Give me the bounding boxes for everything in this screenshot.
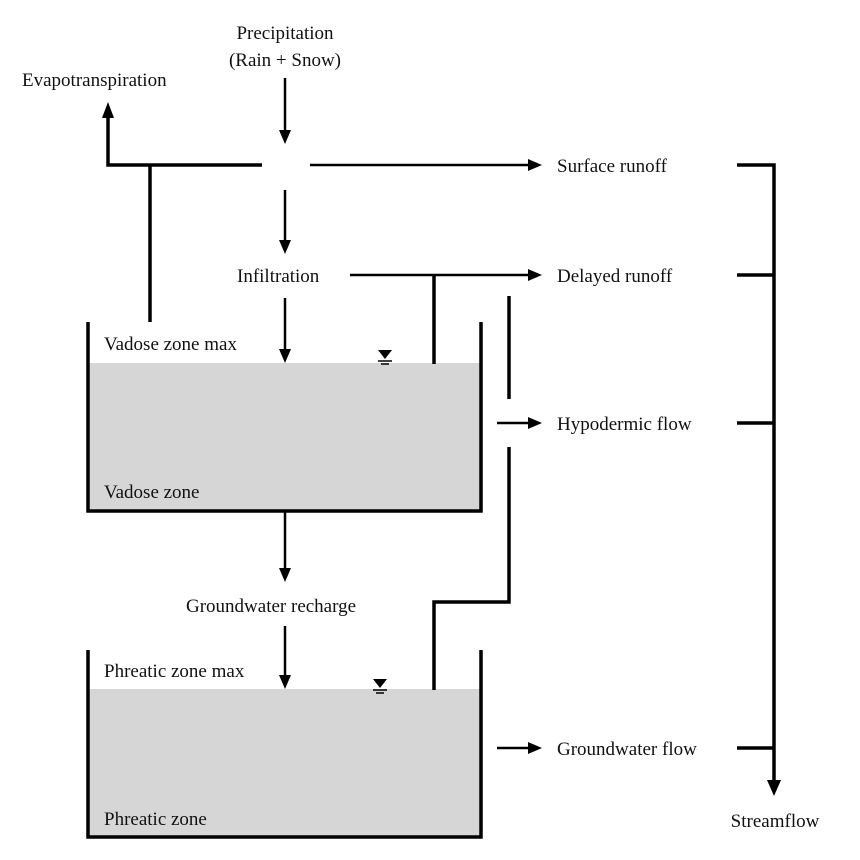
surface-runoff-label: Surface runoff [557, 156, 668, 177]
streamflow-label: Streamflow [731, 811, 820, 832]
precipitation-label: Precipitation [236, 23, 334, 44]
streamflow-collector [737, 163, 776, 780]
vadose-reservoir [86, 322, 483, 513]
vadose-zone-max-label: Vadose zone max [104, 334, 237, 355]
phreatic-outlet-pipe [432, 447, 511, 690]
vadose-zone-water [89, 363, 480, 510]
recharge-arrowhead-lower [279, 675, 291, 689]
streamflow-arrowhead [767, 780, 781, 796]
vadose-zone-label: Vadose zone [104, 482, 200, 503]
delayed-runoff-label: Delayed runoff [557, 266, 673, 287]
precipitation-arrowhead [279, 130, 291, 144]
precipitation-sublabel: (Rain + Snow) [229, 50, 341, 71]
infiltration-label: Infiltration [237, 266, 320, 287]
surface-runoff-arrowhead [528, 159, 542, 171]
phreatic-zone-label: Phreatic zone [104, 809, 207, 830]
evapotranspiration-label: Evapotranspiration [22, 70, 167, 91]
recharge-arrowhead-upper [279, 568, 291, 582]
groundwater-flow-arrowhead [528, 742, 542, 754]
phreatic-water-level-icon [373, 679, 387, 694]
groundwater-flow-label: Groundwater flow [557, 739, 697, 760]
evapotranspiration-arrowhead [102, 102, 114, 118]
delayed-runoff-arrowhead [528, 269, 542, 281]
hypodermic-flow-label: Hypodermic flow [557, 414, 692, 435]
phreatic-reservoir [86, 650, 483, 839]
infiltration-to-vadose-arrowhead [279, 349, 291, 363]
infiltration-arrowhead [279, 240, 291, 254]
evapotranspiration-branch [106, 118, 262, 167]
groundwater-recharge-label: Groundwater recharge [186, 596, 356, 617]
phreatic-zone-water [89, 689, 480, 836]
phreatic-zone-max-label: Phreatic zone max [104, 661, 245, 682]
vadose-water-level-icon [378, 350, 392, 365]
hypodermic-flow-arrowhead [528, 417, 542, 429]
